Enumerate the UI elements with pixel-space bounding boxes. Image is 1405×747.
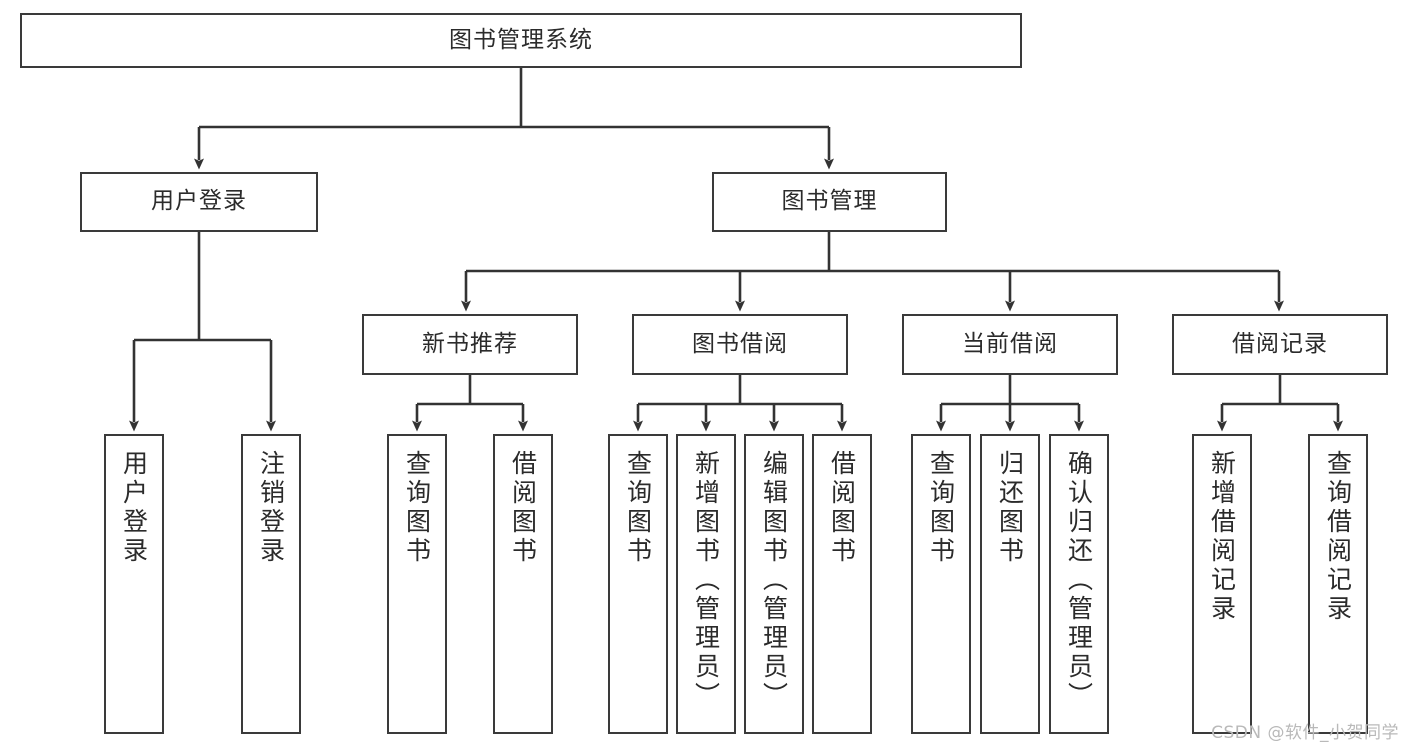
node-root-system[interactable]: 图书管理系统	[20, 13, 1022, 68]
leaf-borrow-book-recommend[interactable]: 借阅图书	[493, 434, 553, 734]
leaf-query-book-current[interactable]: 查询图书	[911, 434, 971, 734]
leaf-edit-book-admin[interactable]: 编辑图书（管理员）	[744, 434, 804, 734]
leaf-confirm-return-admin[interactable]: 确认归还（管理员）	[1049, 434, 1109, 734]
node-label: 注销登录	[256, 450, 286, 566]
node-label: 查询图书	[402, 450, 432, 566]
node-label: 图书管理系统	[449, 26, 593, 53]
node-new-book-recommend[interactable]: 新书推荐	[362, 314, 578, 375]
node-label: 查询借阅记录	[1323, 450, 1353, 624]
node-label: 用户登录	[119, 450, 149, 566]
node-label: 图书管理	[781, 188, 878, 215]
leaf-query-book-borrow[interactable]: 查询图书	[608, 434, 668, 734]
node-label: 编辑图书（管理员）	[759, 450, 789, 711]
node-label: 用户登录	[151, 188, 247, 215]
leaf-add-book-admin[interactable]: 新增图书（管理员）	[676, 434, 736, 734]
node-book-management[interactable]: 图书管理	[712, 172, 947, 232]
leaf-query-book-recommend[interactable]: 查询图书	[387, 434, 447, 734]
node-label: 借阅图书	[508, 450, 538, 566]
node-label: 新增借阅记录	[1207, 450, 1237, 624]
node-label: 查询图书	[623, 450, 653, 566]
node-book-borrow[interactable]: 图书借阅	[632, 314, 848, 375]
node-label: 查询图书	[926, 450, 956, 566]
leaf-add-borrow-record[interactable]: 新增借阅记录	[1192, 434, 1252, 734]
leaf-user-login[interactable]: 用户登录	[104, 434, 164, 734]
node-label: 新书推荐	[422, 330, 518, 357]
leaf-query-borrow-record[interactable]: 查询借阅记录	[1308, 434, 1368, 734]
node-label: 当前借阅	[962, 330, 1058, 357]
node-label: 图书借阅	[692, 330, 788, 357]
node-borrow-record[interactable]: 借阅记录	[1172, 314, 1388, 375]
leaf-logout[interactable]: 注销登录	[241, 434, 301, 734]
leaf-return-book[interactable]: 归还图书	[980, 434, 1040, 734]
leaf-borrow-book[interactable]: 借阅图书	[812, 434, 872, 734]
node-label: 借阅图书	[827, 450, 857, 566]
csdn-watermark: CSDN @软件_小贺同学	[1211, 723, 1399, 743]
node-label: 新增图书（管理员）	[691, 450, 721, 711]
node-label: 借阅记录	[1232, 330, 1328, 357]
node-label: 确认归还（管理员）	[1064, 450, 1094, 711]
node-current-borrow[interactable]: 当前借阅	[902, 314, 1118, 375]
node-user-login[interactable]: 用户登录	[80, 172, 318, 232]
node-label: 归还图书	[995, 450, 1025, 566]
